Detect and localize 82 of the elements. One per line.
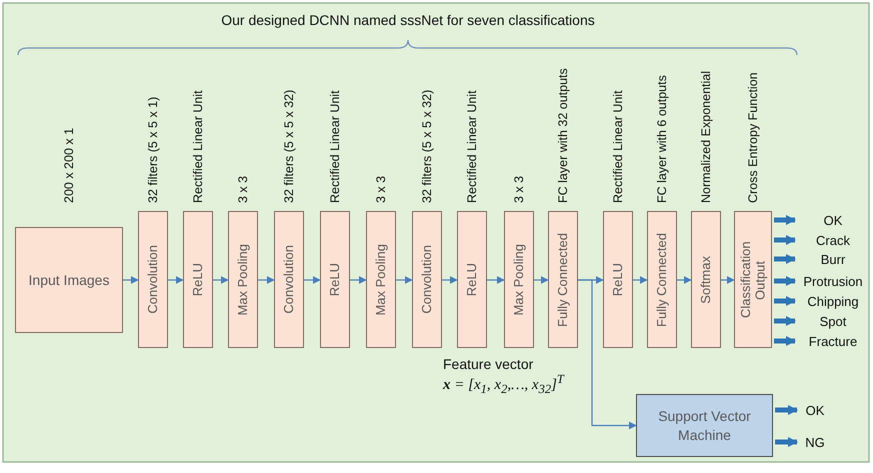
layer-annotation: 32 filters (5 x 5 x 32) <box>282 90 296 203</box>
layer-annotation: 3 x 3 <box>374 176 388 203</box>
arrow <box>442 276 458 284</box>
layer-label: Fully Connected <box>654 232 670 326</box>
layer-annotation: 200 x 200 x 1 <box>62 128 76 203</box>
arrow <box>487 276 505 284</box>
layer-box <box>457 211 487 348</box>
output-label: NG <box>805 434 825 450</box>
arrow <box>677 276 692 284</box>
output-label: Fracture <box>808 334 858 348</box>
box-label: Support Vector Machine <box>657 406 752 444</box>
block-arrow <box>774 296 796 306</box>
output-label: Spot <box>820 314 846 328</box>
layer-annotation: FC layer with 32 outputs <box>556 68 570 203</box>
layer-box <box>691 211 721 348</box>
formula-text: x = [x$_{1}$, x$_{2}$,…, x$_{32}$]$^{T}$ <box>443 372 564 397</box>
layer-box <box>647 211 677 348</box>
layer-annotation: Rectified Linear Unit <box>465 90 479 203</box>
input-box <box>15 227 123 333</box>
layer-label: Fully Connected <box>556 232 570 326</box>
layer-annotation: Rectified Linear Unit <box>328 90 342 203</box>
layer-annotation: Cross Entropy Function <box>746 72 760 203</box>
note-text: Feature vector <box>443 356 534 372</box>
output-label: OK <box>806 402 824 418</box>
layer-box <box>504 211 534 348</box>
arrow <box>578 279 637 430</box>
arrow <box>396 276 413 284</box>
block-arrow <box>775 405 798 415</box>
layer-annotation: Rectified Linear Unit <box>191 90 205 203</box>
layer-box <box>548 211 578 348</box>
layer-box <box>138 211 168 348</box>
arrow <box>258 276 275 284</box>
output-label: Burr <box>820 252 846 266</box>
layer-box <box>734 211 772 348</box>
layer-annotation: 3 x 3 <box>512 176 526 203</box>
block-arrow <box>774 215 796 225</box>
block-arrow <box>774 254 796 264</box>
arrow <box>168 276 184 284</box>
output-label: Protrusion <box>803 274 863 288</box>
arrow <box>350 276 367 284</box>
block-arrow <box>774 316 796 326</box>
arrow <box>123 276 139 284</box>
layer-label: ReLU <box>464 262 480 296</box>
layer-box <box>366 211 396 348</box>
layer-annotation: Normalized Exponential <box>699 70 713 203</box>
block-arrow <box>774 276 796 286</box>
layer-box <box>183 211 213 348</box>
layer-label: Convolution <box>420 245 434 314</box>
layer-annotation: 32 filters (5 x 5 x 32) <box>420 90 434 203</box>
block-arrow <box>774 235 796 245</box>
box-label: Input Images <box>28 270 110 290</box>
arrow <box>213 276 229 284</box>
layer-annotation: FC layer with 6 outputs <box>655 75 669 203</box>
layer-box <box>228 211 258 348</box>
arrow <box>304 276 321 284</box>
layer-box <box>320 211 350 348</box>
layer-label: Max Pooling <box>512 244 526 316</box>
classifier-box <box>636 394 773 457</box>
layer-box <box>274 211 304 348</box>
layer-label: Max Pooling <box>236 244 250 316</box>
output-label: Chipping <box>807 294 859 308</box>
layer-label: Convolution <box>282 245 296 314</box>
layer-annotation: Rectified Linear Unit <box>611 90 625 203</box>
layer-label: Max Pooling <box>374 244 388 316</box>
arrow <box>534 276 549 284</box>
layer-label: Softmax <box>698 256 714 304</box>
arrow <box>721 276 735 284</box>
layer-annotation: 32 filters (5 x 5 x 1) <box>146 96 160 203</box>
layer-box <box>412 211 442 348</box>
layer-label: Convolution <box>146 245 160 314</box>
diagram-title: Our designed DCNN named sssNet for seven classifications <box>220 12 596 28</box>
layer-label: ReLU <box>610 262 626 296</box>
layer-label: ReLU <box>190 262 206 296</box>
layer-label: Classification Output <box>738 240 768 320</box>
output-label: OK <box>824 212 842 228</box>
block-arrow <box>774 336 796 346</box>
arrow <box>633 276 648 284</box>
output-label: Crack <box>816 232 850 248</box>
block-arrow <box>775 437 798 447</box>
layer-label: ReLU <box>328 262 342 296</box>
layer-box <box>603 211 633 348</box>
layer-annotation: 3 x 3 <box>236 176 250 203</box>
